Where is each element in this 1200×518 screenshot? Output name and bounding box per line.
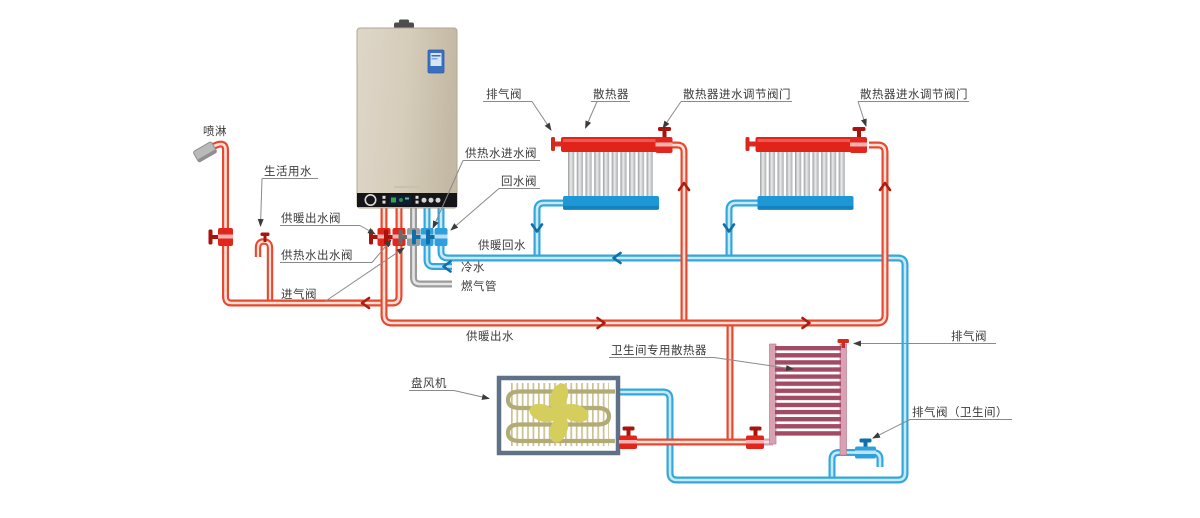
valves: [208, 127, 876, 459]
labels: 喷淋 生活用水 供暖出水阀 供热水出水阀 进气阀 排气阀 散热器 散热器进水调节…: [203, 87, 1008, 419]
boiler-button: [428, 197, 434, 203]
label-radiator-inlet-valve-1: 散热器进水调节阀门: [683, 87, 791, 101]
boiler-button: [421, 197, 427, 203]
label-spray: 喷淋: [203, 125, 227, 138]
shower: [193, 141, 217, 163]
boiler: [356, 19, 458, 209]
label-hot-water-inlet-valve: 供热水进水阀: [465, 146, 537, 160]
shower-valve: [208, 228, 233, 246]
flow-arrows: [360, 181, 892, 330]
flow-arrow-right: [801, 316, 811, 330]
radiator2-vent-stub: [748, 141, 758, 147]
flow-arrow-down: [722, 223, 736, 233]
radiator1-top-bar: [561, 137, 659, 152]
radiator2-fins: [760, 150, 847, 198]
flow-arrow-left: [612, 251, 622, 265]
radiator2-inlet-valve: [850, 127, 867, 153]
towel-air-vent-icon: [837, 339, 849, 343]
tap-handle: [260, 232, 270, 242]
hot-pipes: [207, 140, 889, 446]
fan-coil-frame: [496, 375, 621, 456]
fan-coil-serpentine: [505, 389, 615, 444]
label-radiator: 散热器: [593, 87, 629, 101]
label-bathroom-radiator: 卫生间专用散热器: [611, 343, 707, 357]
label-hot-water-outlet-valve: 供热水出水阀: [281, 248, 353, 262]
flow-arrow-down: [530, 223, 544, 233]
radiator2-top-bar: [755, 137, 854, 152]
fan-blade-icon: [529, 383, 589, 443]
flow-arrow-up: [878, 181, 892, 192]
label-air-vent-valve: 排气阀: [486, 87, 522, 101]
towel-radiator-inlet-valve: [746, 426, 764, 449]
radiator-2: [745, 137, 854, 210]
label-air-vent-valve-right: 排气阀: [951, 329, 987, 343]
radiator1-vent-stub: [554, 141, 563, 147]
tap-pipe: [254, 238, 274, 301]
label-cold-water: 冷水: [461, 261, 485, 274]
radiator1-feed-pipe: [671, 141, 688, 322]
label-fan-coil: 盘风机: [411, 376, 447, 390]
radiator1-fins: [568, 150, 655, 198]
fan-coil-unit: [496, 375, 621, 456]
towel-radiator: [769, 339, 849, 456]
return-water-valve: [426, 228, 448, 246]
label-air-vent-valve-bathroom: 排气阀（卫生间）: [912, 405, 1008, 419]
label-radiator-inlet-valve-2: 散热器进水调节阀门: [860, 87, 968, 101]
label-gas-pipe: 燃气管: [461, 279, 497, 293]
label-heating-outlet-water: 供暖出水: [466, 329, 514, 343]
label-return-water-valve: 回水阀: [501, 174, 537, 188]
boiler-dial: [364, 194, 377, 207]
radiator2-air-vent-icon: [745, 137, 750, 151]
radiator-1: [551, 137, 659, 210]
boiler-button: [435, 197, 441, 203]
flow-arrow-left: [442, 260, 452, 273]
label-heating-return-water: 供暖回水: [478, 238, 526, 252]
radiator1-return-pipe: [533, 199, 566, 257]
radiator2-return-pipe: [725, 199, 758, 257]
radiator1-air-vent-icon: [551, 137, 555, 151]
flow-arrow-up: [677, 181, 691, 192]
flow-arrow-left: [360, 296, 371, 310]
label-domestic-water: 生活用水: [264, 164, 312, 178]
leader-lines: [257, 101, 1012, 439]
fan-coil-branch-valve: [619, 426, 637, 449]
label-heating-outlet-valve: 供暖出水阀: [281, 211, 341, 225]
boiler-logo: [394, 186, 420, 188]
bathroom-air-vent-valve: [855, 438, 876, 459]
label-gas-inlet-valve: 进气阀: [281, 287, 317, 301]
radiator1-inlet-valve: [655, 127, 673, 153]
flow-arrow-right: [596, 316, 606, 330]
towel-rungs: [775, 346, 841, 437]
